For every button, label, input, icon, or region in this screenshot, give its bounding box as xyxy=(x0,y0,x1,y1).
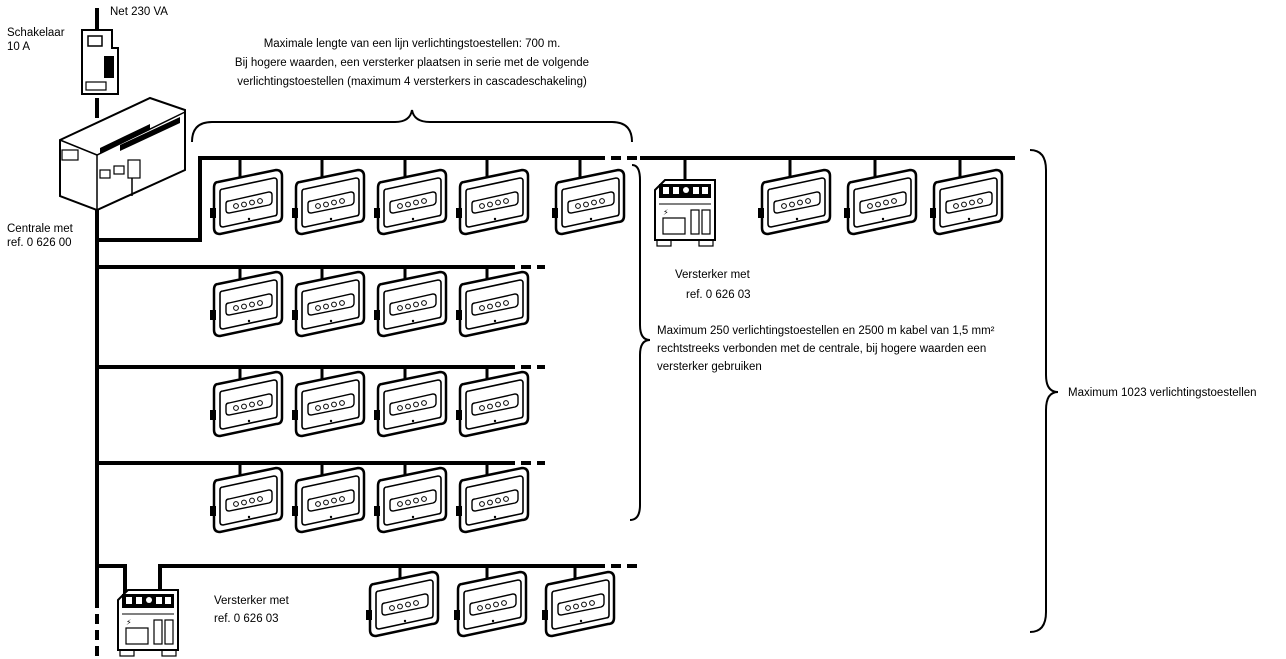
line1-cable xyxy=(97,156,595,242)
luminaire-icon xyxy=(454,168,530,236)
circuit-breaker-icon xyxy=(81,29,119,95)
luminaire-icon xyxy=(290,466,366,534)
mid-note-2: rechtstreeks verbonden met de centrale, … xyxy=(657,343,986,355)
luminaire-icon xyxy=(928,168,1004,236)
luminaire-icon xyxy=(372,466,448,534)
central-unit-icon xyxy=(59,96,186,212)
amplifier-2-icon xyxy=(117,589,179,657)
top-note-1: Maximale lengte van een lijn verlichting… xyxy=(264,38,561,50)
luminaire-icon xyxy=(550,168,626,236)
luminaire-icon xyxy=(540,570,616,638)
luminaire-icon xyxy=(842,168,918,236)
right-note: Maximum 1023 verlichtingstoestellen xyxy=(1068,387,1257,399)
line5-feed xyxy=(97,564,127,595)
mid-note-1: Maximum 250 verlichtingstoestellen en 25… xyxy=(657,325,995,337)
central-label-1: Centrale met xyxy=(7,223,74,235)
luminaire-icon xyxy=(454,270,530,338)
amp2-label-2: ref. 0 626 03 xyxy=(214,613,279,625)
luminaire-icon xyxy=(208,270,284,338)
luminaire-icon xyxy=(290,168,366,236)
amp2-label-1: Versterker met xyxy=(214,595,290,607)
luminaire-icon xyxy=(756,168,832,236)
middle-brace xyxy=(629,164,651,521)
luminaire-icon xyxy=(372,168,448,236)
switch-label-2: 10 A xyxy=(7,41,30,53)
luminaire-icon xyxy=(452,570,528,638)
amp1-label-2: ref. 0 626 03 xyxy=(686,289,751,301)
top-brace xyxy=(191,109,633,143)
luminaire-icon xyxy=(372,270,448,338)
line5-cable xyxy=(158,564,595,595)
luminaire-icon xyxy=(208,466,284,534)
amp1-label-1: Versterker met xyxy=(675,269,751,281)
luminaire-icon xyxy=(454,466,530,534)
luminaire-icon xyxy=(372,370,448,438)
luminaire-icon xyxy=(208,370,284,438)
mains-label: Net 230 VA xyxy=(110,6,168,18)
luminaire-icon xyxy=(454,370,530,438)
switch-label-1: Schakelaar xyxy=(7,27,65,39)
luminaire-icon xyxy=(290,270,366,338)
luminaire-icon xyxy=(208,168,284,236)
top-note-3: verlichtingstoestellen (maximum 4 verste… xyxy=(237,76,587,88)
mid-note-3: versterker gebruiken xyxy=(657,361,762,373)
luminaire-icon xyxy=(290,370,366,438)
central-label-2: ref. 0 626 00 xyxy=(7,237,72,249)
amplifier-1-icon xyxy=(654,179,716,247)
luminaire-icon xyxy=(364,570,440,638)
right-brace xyxy=(1029,149,1059,633)
top-note-2: Bij hogere waarden, een versterker plaat… xyxy=(235,57,589,69)
